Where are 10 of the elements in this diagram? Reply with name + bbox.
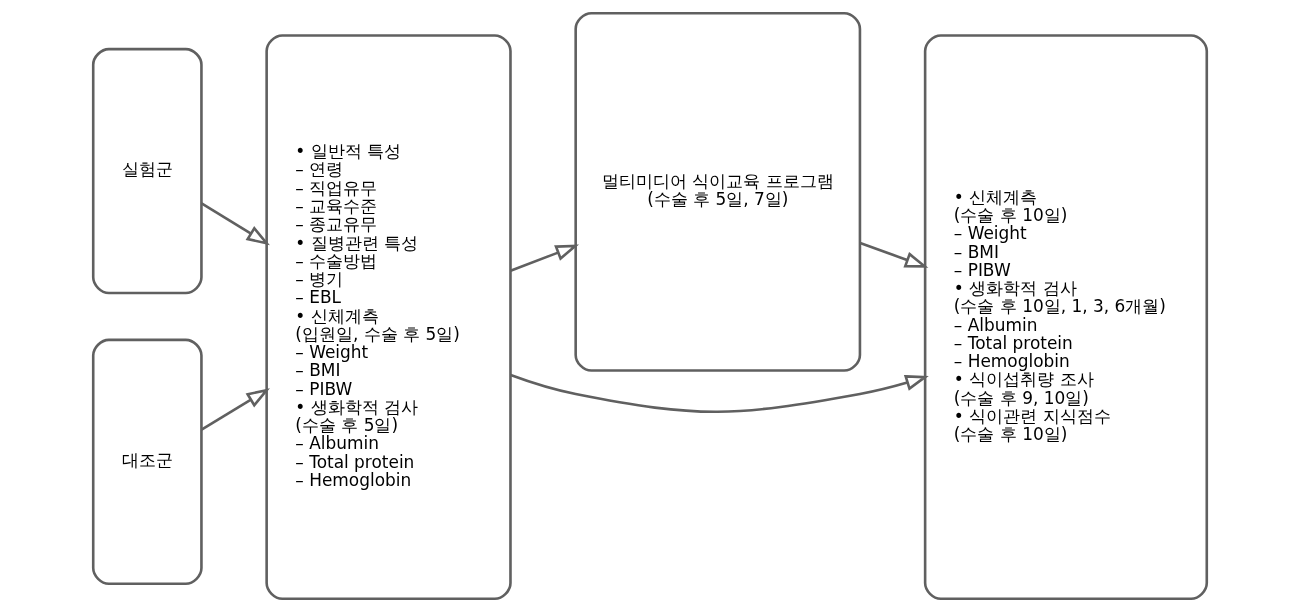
arrow: [200, 388, 270, 431]
node-box: 대조군: [91, 338, 203, 586]
node-box: 멀티미디어 식이교육 프로그램 (수술 후 5일, 7일): [574, 11, 862, 372]
arrow: [510, 244, 579, 273]
arrow: [859, 241, 929, 268]
arrow: [510, 373, 929, 413]
arrow: [200, 202, 270, 246]
node-box: • 신체계측 (수술 후 10일) – Weight – BMI – PIBW • 생화학적 검사 (수술 후 10일, 1, 3, 6개월) – Albumin – Total protein – Hemoglobin • 식이섭취량 조사 (수술 후 9, 10일) • 식이관련 지식점수 (수술 후 10일): [923, 34, 1209, 601]
node-box: 실험군: [91, 47, 203, 295]
node-box: • 일반적 특성 – 연령 – 직업유무 – 교육수준 – 종교유무 • 질병관련 특성 – 수술방법 – 병기 – EBL • 신체계측 (입원일, 수술 후 5일) – Weight – BMI – PIBW • 생화학적 검사 (수술 후 5일) – Albumin – Total protein – Hemoglobin: [265, 34, 512, 601]
